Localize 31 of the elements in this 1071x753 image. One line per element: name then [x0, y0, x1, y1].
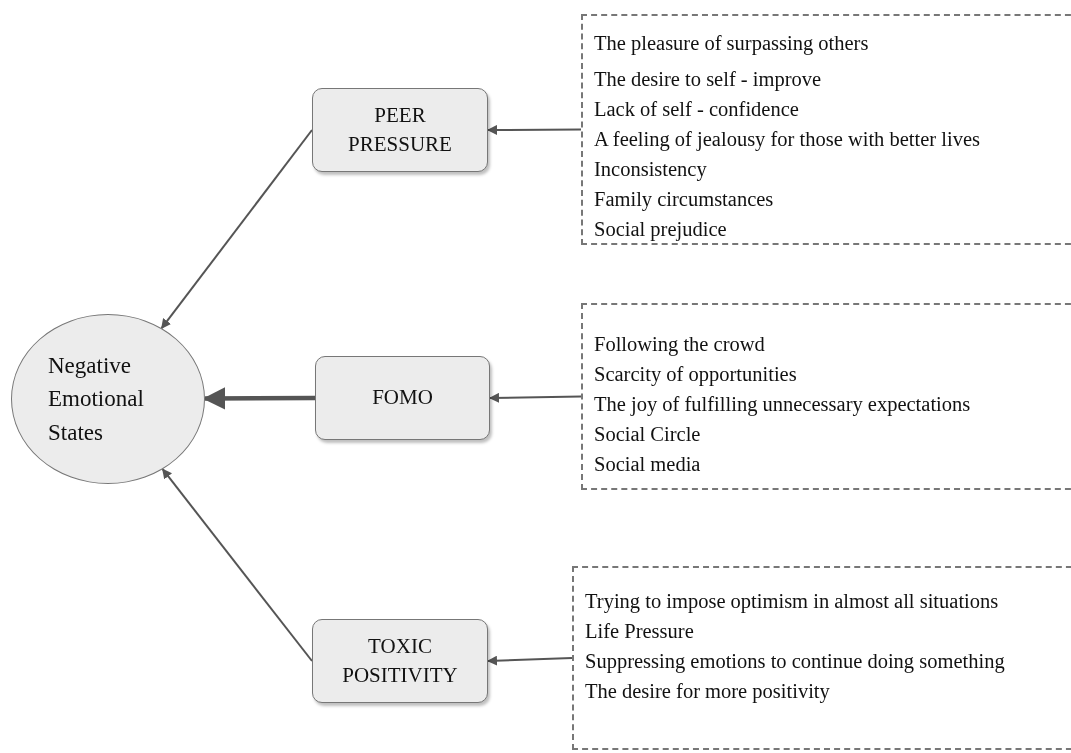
list-item: Life Pressure: [585, 619, 695, 644]
node-label: PEER PRESSURE: [347, 101, 453, 158]
list-item: Lack of self - confidence: [594, 97, 800, 122]
list-item: Suppressing emotions to continue doing something: [585, 649, 1006, 675]
arrow: [487, 655, 573, 666]
list-item: A feeling of jealousy for those with better lives: [594, 127, 981, 153]
dashed-box: [572, 566, 1071, 750]
arrow: [489, 392, 582, 403]
list-item: Inconsistency: [594, 157, 708, 183]
rounded-box: [315, 356, 490, 440]
list-item: Social prejudice: [594, 217, 728, 243]
rounded-box: [312, 619, 488, 703]
dashed-box: [581, 303, 1071, 490]
list-item: The desire for more positivity: [585, 679, 831, 705]
dashed-box: [581, 14, 1071, 245]
list-item: The joy of fulfilling unnecessary expectations: [594, 392, 972, 418]
arrow: [160, 129, 313, 330]
list-item: Scarcity of opportunities: [594, 362, 798, 388]
rounded-box: [312, 88, 488, 172]
arrow: [161, 468, 313, 662]
arrow: [487, 124, 582, 135]
node-label: Negative Emotional States: [48, 352, 145, 447]
list-item: Social Circle: [594, 422, 702, 447]
list-item: The pleasure of surpassing others: [594, 31, 870, 57]
node-label: FOMO: [371, 384, 434, 412]
list-item: Family circumstances: [594, 187, 775, 213]
list-item: Trying to impose optimism in almost all situations: [585, 589, 1000, 615]
list-item: Following the crowd: [594, 332, 766, 358]
list-item: Social media: [594, 452, 702, 477]
node-label: TOXIC POSITIVITY: [341, 632, 459, 689]
list-item: The desire to self - improve: [594, 67, 823, 93]
